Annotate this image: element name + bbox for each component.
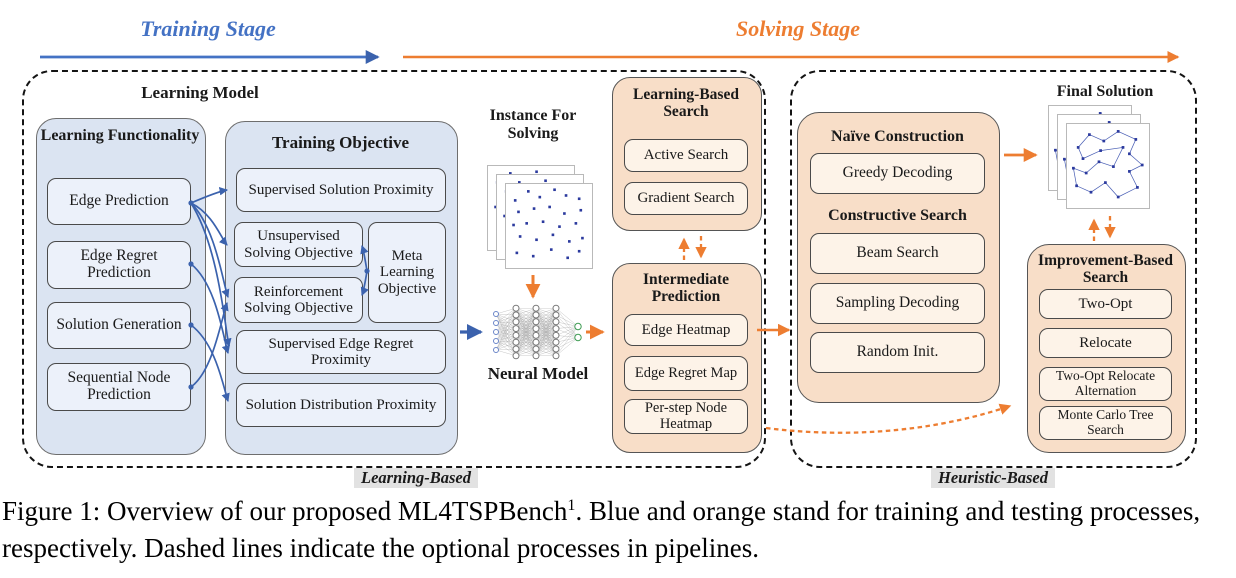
- learning-based-region: [22, 70, 766, 468]
- node-per-step-node-heatmap: Per-step Node Heatmap: [624, 399, 748, 434]
- neural-model-label: Neural Model: [487, 364, 589, 383]
- node-two-opt-relocate-alternation: Two-Opt Relocate Alternation: [1039, 367, 1172, 401]
- caption-suffix: . Blue and orange stand for training and…: [2, 496, 1201, 563]
- node-monte-carlo-tree-search: Monte Carlo Tree Search: [1039, 406, 1172, 440]
- solution-card-front: [1066, 123, 1150, 209]
- training-objective-title: Training Objective: [271, 133, 410, 152]
- node-solution-distribution-proximity: Solution Distribution Proximity: [236, 383, 446, 427]
- caption-footnote-marker: 1: [567, 496, 576, 514]
- node-random-init: Random Init.: [810, 332, 985, 373]
- heuristic-based-region: [790, 70, 1197, 468]
- node-edge-prediction: Edge Prediction: [47, 178, 191, 225]
- improvement-based-search-title: Improvement-Based Search: [1038, 252, 1173, 287]
- naive-construction-title: Naïve Construction: [831, 128, 964, 145]
- node-edge-heatmap: Edge Heatmap: [624, 314, 748, 346]
- node-two-opt: Two-Opt: [1039, 289, 1172, 319]
- learning-based-search-title: Learning-Based Search: [633, 86, 739, 121]
- tsp-tour-icon: [1072, 130, 1144, 199]
- node-relocate: Relocate: [1039, 328, 1172, 358]
- learning-functionality-title: Learning Functionality: [40, 127, 200, 144]
- instance-scatter-icon: [512, 188, 584, 260]
- node-gradient-search: Gradient Search: [624, 182, 748, 215]
- node-reinforcement-solving-objective: Reinforcement Solving Objective: [234, 277, 363, 323]
- heuristic-based-label: Heuristic-Based: [931, 468, 1055, 488]
- node-beam-search: Beam Search: [810, 233, 985, 274]
- final-solution-label: Final Solution: [1056, 83, 1154, 100]
- node-sampling-decoding: Sampling Decoding: [810, 283, 985, 324]
- constructive-search-title: Constructive Search: [828, 207, 967, 224]
- node-unsupervised-solving-objective: Unsupervised Solving Objective: [234, 222, 363, 267]
- node-edge-regret-prediction: Edge Regret Prediction: [47, 241, 191, 289]
- node-solution-generation: Solution Generation: [47, 302, 191, 349]
- learning-model-title: Learning Model: [141, 83, 259, 102]
- node-meta-learning-objective: Meta Learning Objective: [368, 222, 446, 323]
- learning-based-label: Learning-Based: [353, 468, 479, 488]
- instance-card-front: [505, 183, 593, 269]
- instance-for-solving-label: Instance For Solving: [489, 107, 577, 142]
- node-edge-regret-map: Edge Regret Map: [624, 356, 748, 391]
- figure-caption: Figure 1: Overview of our proposed ML4TS…: [2, 493, 1234, 567]
- node-greedy-decoding: Greedy Decoding: [810, 153, 985, 194]
- node-supervised-edge-regret-proximity: Supervised Edge Regret Proximity: [236, 330, 446, 374]
- node-active-search: Active Search: [624, 139, 748, 172]
- caption-prefix: Figure 1: Overview of our proposed ML4TS…: [2, 496, 568, 526]
- solving-stage-label: Solving Stage: [735, 16, 861, 41]
- intermediate-prediction-title: Intermediate Prediction: [642, 271, 730, 306]
- neural-network-icon: [493, 304, 582, 360]
- node-sequential-node-prediction: Sequential Node Prediction: [47, 363, 191, 411]
- training-stage-label: Training Stage: [140, 16, 276, 41]
- node-supervised-solution-proximity: Supervised Solution Proximity: [236, 168, 446, 212]
